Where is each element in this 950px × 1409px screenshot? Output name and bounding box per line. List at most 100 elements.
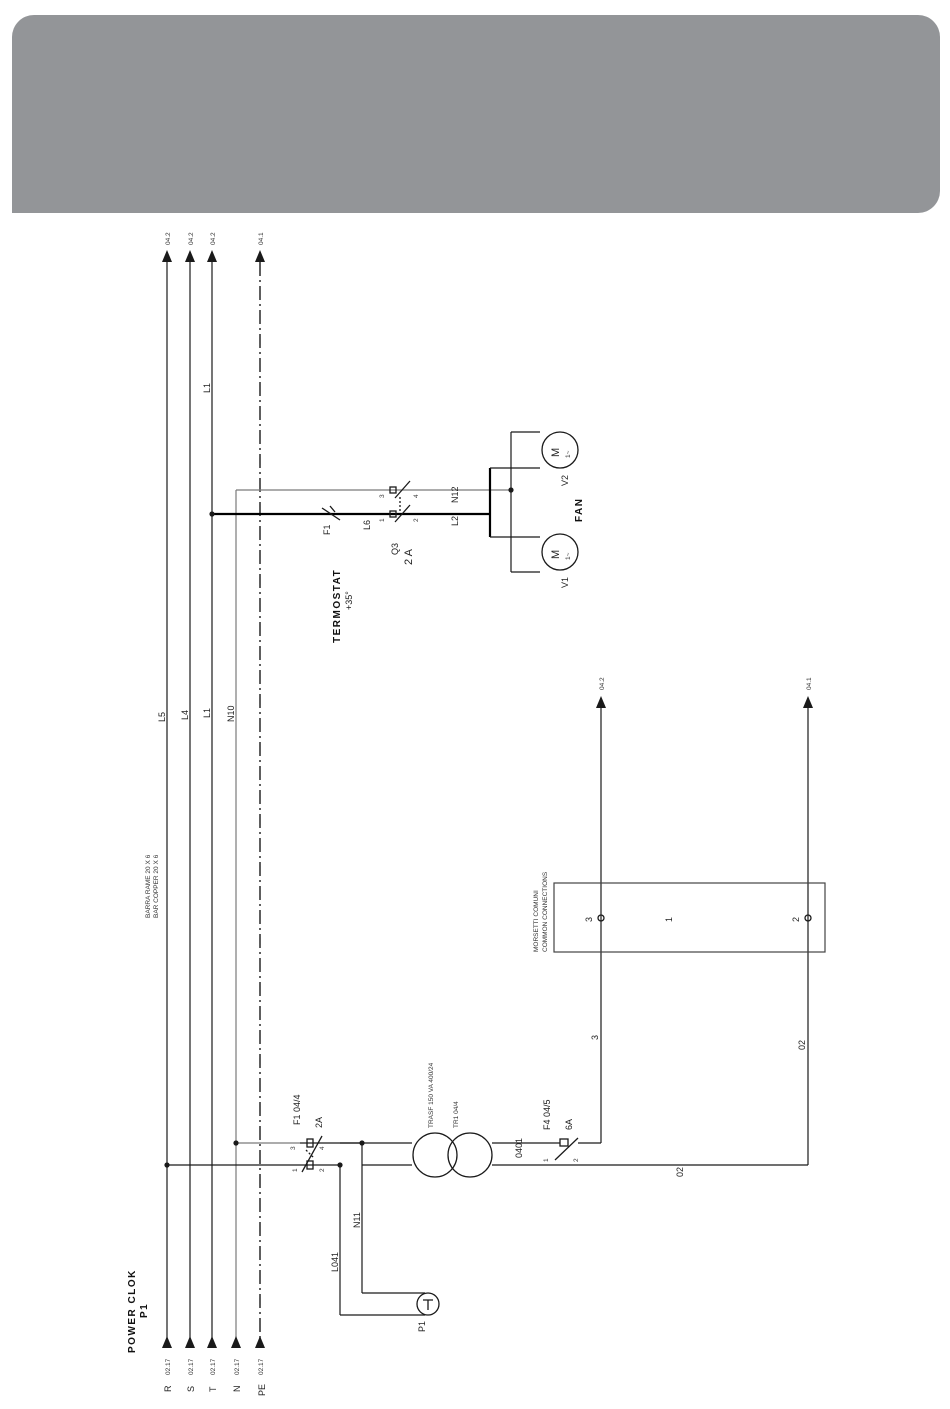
title-line2: P1 [139,1303,150,1318]
ref-r-out: 04.2 [165,232,172,245]
f1-pin-3: 3 [290,1146,297,1150]
bus-name-s: S [186,1386,196,1392]
wire-label-n12: N12 [450,486,460,503]
ref-pe-out: 04.1 [258,232,265,245]
junction-r [164,1162,170,1168]
f1-pin-4: 4 [319,1146,326,1150]
wire-label-3: 3 [590,1035,600,1040]
fan-v1-id: V1 [560,577,570,588]
wire-label-l041: L041 [330,1252,340,1272]
ref-pe-in: 02.17 [258,1358,265,1375]
terminal-num-2: 2 [791,917,801,922]
wire-label-l2: L2 [450,516,460,526]
wire-label-l6: L6 [362,520,372,530]
arrow-r-out [162,250,172,262]
junction-n12 [508,487,514,493]
terminal-num-3: 3 [584,917,594,922]
f4-rating: 6A [564,1119,574,1130]
arrow-s-out [185,250,195,262]
f4-fuse: F4 04/5 6A 1 2 0401 3 02 02 04.2 04.1 [514,677,813,1177]
wire-label-0401: 0401 [514,1138,524,1158]
junction-l041 [337,1162,343,1168]
bus-refs-top: 04.2 04.2 04.2 04.1 [165,232,265,245]
bar-note-line2: BAR COPPER 20 X 6 [153,854,160,918]
q3-pin-3: 3 [379,494,386,498]
f1-blade [301,1135,323,1173]
terminal-title-1: MORSETTI COMUNI [533,890,540,952]
header-band [12,15,940,213]
f4-pin-1: 1 [543,1158,550,1162]
q3-pin-1: 1 [379,518,386,522]
wire-label-l4: L4 [180,710,190,720]
fan-v2-id: V2 [560,475,570,486]
common-terminal-block: MORSETTI COMUNI COMMON CONNECTIONS 3 2 1 [533,871,826,953]
thermostat-actuator [329,505,336,513]
arrow-n-in [231,1336,241,1348]
transformer-tr1: TRASF 150 VA 400/24 TR1 04/4 [340,1062,808,1178]
wire-label-l1-top: L1 [202,383,212,393]
fan-v1-letter: M [550,550,562,559]
tr1-label-1: TRASF 150 VA 400/24 [428,1062,435,1128]
q3-contact-2 [389,486,397,494]
fan-v1-phase: 1~ [565,552,572,560]
thermostat-id: F1 [322,524,332,535]
fan-v2-letter: M [550,448,562,457]
ref-wire-02: 04.1 [806,677,813,690]
f1-label: F1 04/4 [292,1094,302,1125]
title-line1: POWER CLOK [127,1269,138,1353]
arrow-pe-in [255,1336,265,1348]
bus-name-pe: PE [257,1384,267,1396]
wire-label-n10: N10 [226,705,236,722]
bar-note-line1: BARRA RAME 20 X 6 [145,854,152,918]
wire-label-l1: L1 [202,708,212,718]
thermostat-setpoint: +35° [344,591,354,610]
fan-v2-phase: 1~ [565,450,572,458]
ref-n-in: 02.17 [234,1358,241,1375]
fan-label: FAN [574,498,585,523]
arrow-t-in [207,1336,217,1348]
q3-pin-4: 4 [413,494,420,498]
terminal-3 [597,914,605,922]
terminal-num-1: 1 [664,917,674,922]
f1-link [305,1149,315,1159]
wire-label-n11: N11 [352,1212,362,1228]
junction-n [233,1140,239,1146]
ref-r-in: 02.17 [165,1358,172,1375]
f1-pin-2: 2 [319,1168,326,1172]
plug-id: P1 [417,1321,427,1332]
tr1-secondary-winding [447,1132,493,1178]
q3-pin-2: 2 [413,518,420,522]
f4-body [559,1138,569,1147]
junction-t-l6 [209,511,215,517]
wire-label-l5: L5 [157,712,167,722]
ref-s-out: 04.2 [188,232,195,245]
thermostat-contact [321,507,341,521]
arrow-pe-out [255,250,265,262]
q3-blade-2 [394,480,411,499]
arrow-t-out [207,250,217,262]
bus-name-n: N [232,1386,242,1393]
terminal-2 [804,914,812,922]
fan-v2-motor [541,431,579,469]
bus-wire-labels: L5 L4 L1 L1 N10 [157,383,236,722]
bus-name-t: T [208,1386,218,1392]
fan-circuit: F1 TERMOSTAT +35° Q3 2 A 3 1 4 2 L6 L2 N… [209,431,585,643]
plug-p1: L041 N11 P1 [330,1140,440,1332]
fan-v1-motor [541,533,579,571]
bus-name-r: R [163,1385,173,1392]
q3-blade-1 [394,504,411,523]
bar-note: BARRA RAME 20 X 6 BAR COPPER 20 X 6 [145,854,160,918]
q3-rating: 2 A [403,548,415,565]
ref-s-in: 02.17 [188,1358,195,1375]
f1-rating: 2A [314,1117,324,1128]
f4-label: F4 04/5 [542,1099,552,1130]
arrow-wire-3 [596,696,606,708]
wire-label-02-b: 02 [675,1167,685,1177]
schematic-title: POWER CLOK P1 [127,1269,150,1353]
f4-blade [554,1137,579,1161]
tr1-label-2: TR1 04/4 [453,1101,460,1128]
f4-pin-2: 2 [573,1158,580,1162]
thermostat-label: TERMOSTAT [332,569,343,643]
arrow-s-in [185,1336,195,1348]
